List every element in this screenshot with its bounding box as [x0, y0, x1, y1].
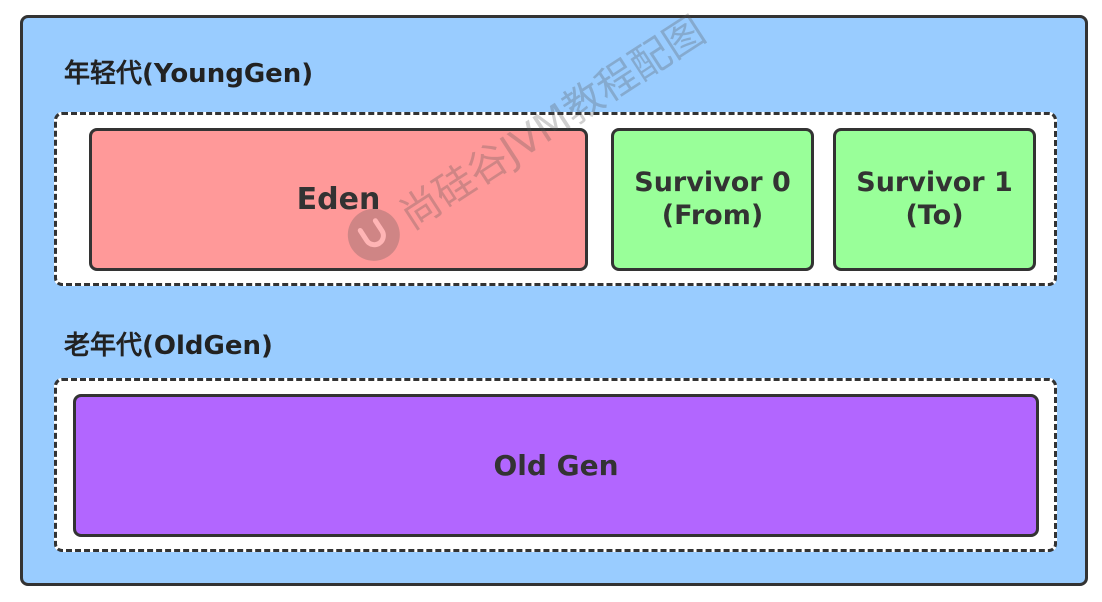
- young-gen-label: 年轻代(YoungGen): [64, 59, 314, 89]
- eden-label: Eden: [296, 181, 381, 217]
- old-gen-region-label: Old Gen: [493, 448, 619, 482]
- survivor-0-region: Survivor 0 (From): [611, 128, 814, 271]
- survivor-0-name: Survivor 0: [634, 167, 791, 199]
- survivor-0-role: (From): [661, 199, 764, 231]
- old-gen-label: 老年代(OldGen): [64, 331, 273, 361]
- survivor-1-name: Survivor 1: [856, 167, 1013, 199]
- eden-region: Eden: [89, 128, 588, 271]
- survivor-1-role: (To): [905, 199, 964, 231]
- survivor-1-region: Survivor 1 (To): [833, 128, 1036, 271]
- old-gen-region: Old Gen: [73, 394, 1039, 537]
